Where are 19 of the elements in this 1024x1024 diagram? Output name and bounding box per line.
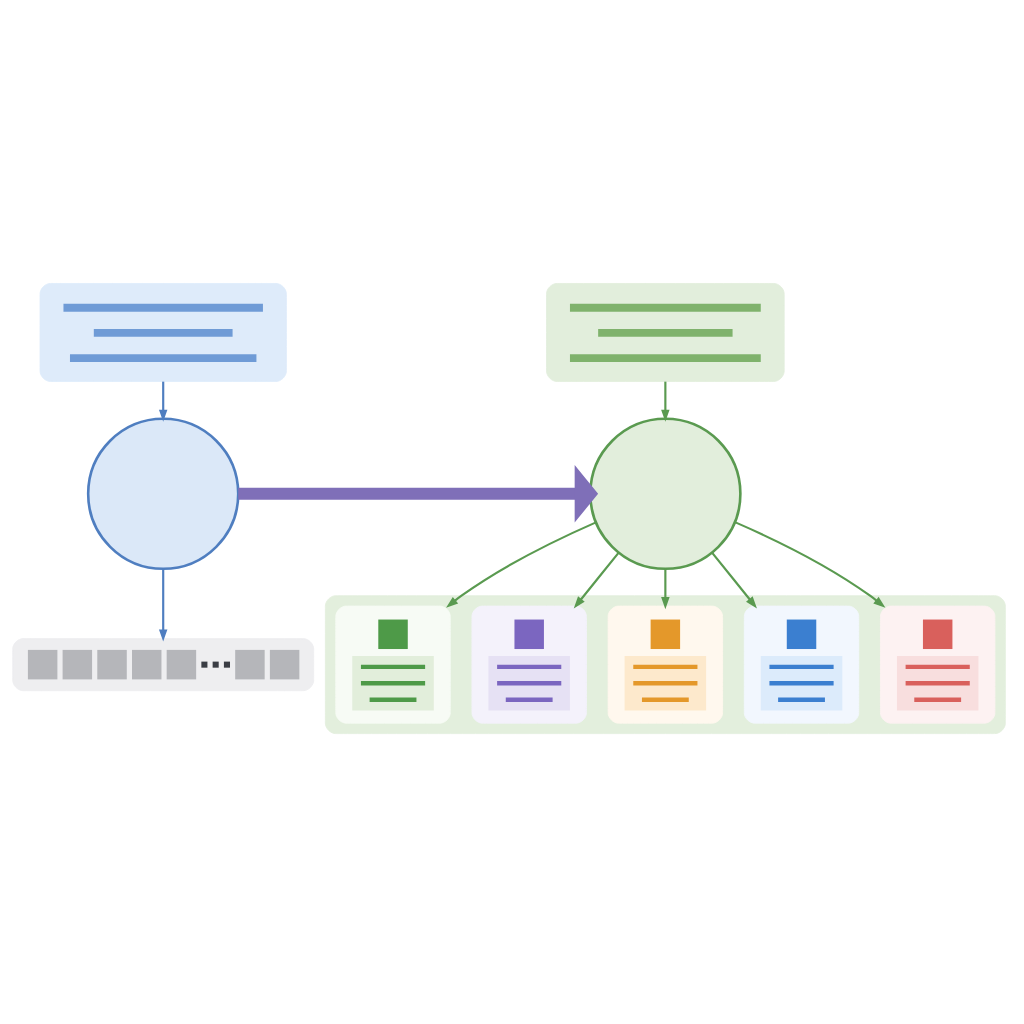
arrow	[660, 381, 670, 422]
node-box	[39, 283, 287, 382]
node-box	[545, 283, 785, 382]
node-box	[334, 605, 451, 724]
node-circle	[86, 417, 239, 571]
node-box	[471, 605, 587, 724]
node-circle	[588, 417, 742, 571]
arrow	[660, 568, 670, 610]
arrow	[573, 551, 620, 609]
arrow	[158, 381, 167, 422]
node-box	[879, 605, 995, 724]
node-box	[743, 605, 859, 724]
arrow	[237, 465, 598, 523]
node-box	[11, 638, 314, 692]
arrow	[733, 521, 885, 608]
arrow	[445, 521, 596, 608]
node-box	[607, 605, 723, 724]
arrow	[710, 551, 757, 609]
arrow	[158, 568, 167, 642]
